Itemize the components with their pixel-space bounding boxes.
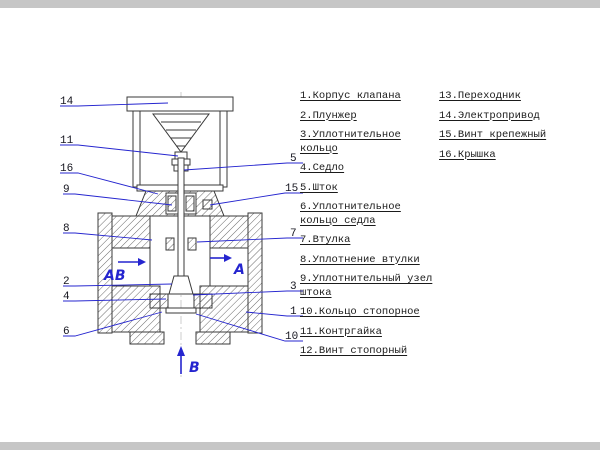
leader-11 bbox=[60, 144, 179, 157]
legend-item-9: 9.Уплотнительный узел штока bbox=[300, 273, 433, 299]
bushing-right bbox=[187, 237, 197, 251]
legend-item-10: 10.Кольцо стопорное bbox=[300, 306, 420, 318]
callout-6: 6 bbox=[63, 326, 70, 338]
legend-item-1: 1.Корпус клапана bbox=[300, 90, 401, 102]
callout-11: 11 bbox=[60, 135, 74, 147]
flow-arrowhead-ab bbox=[138, 258, 146, 266]
parts-legend: 1.Корпус клапана 2.Плунжер 3.Уплотнитель… bbox=[300, 90, 557, 365]
stem-packing-right bbox=[185, 195, 195, 212]
leader-7 bbox=[196, 237, 303, 243]
leader-2 bbox=[63, 283, 173, 287]
flow-arrows: АВ А В bbox=[103, 254, 245, 376]
legend-column-1: 1.Корпус клапана 2.Плунжер 3.Уплотнитель… bbox=[300, 90, 433, 365]
flow-label-b: В bbox=[189, 360, 200, 376]
letterbox-bottom bbox=[0, 442, 600, 450]
leader-6 bbox=[63, 311, 163, 337]
legend-item-11: 11.Контргайка bbox=[300, 325, 382, 338]
legend-item-16: 16.Крышка bbox=[439, 148, 496, 161]
legend-item-2: 2.Плунжер bbox=[300, 109, 357, 122]
callout-5: 5 bbox=[290, 153, 297, 165]
callout-numbers: 14 11 16 9 8 2 4 6 5 15 7 3 1 10 bbox=[60, 96, 298, 343]
callout-9: 9 bbox=[63, 184, 70, 196]
legend-item-8: 8.Уплотнение втулки bbox=[300, 253, 420, 266]
legend-item-14: 14.Электропривод bbox=[439, 109, 540, 122]
legend-item-3: 3.Уплотнительное кольцо bbox=[300, 129, 401, 155]
retaining-ring bbox=[165, 307, 197, 314]
seat-left bbox=[149, 293, 169, 309]
leader-10 bbox=[195, 313, 303, 342]
legend-item-5: 5.Шток bbox=[300, 181, 338, 194]
leader-5 bbox=[183, 162, 303, 171]
callout-1: 1 bbox=[290, 306, 297, 318]
leader-lines bbox=[60, 102, 303, 342]
right-flange bbox=[247, 212, 263, 334]
bushing-left bbox=[165, 237, 175, 251]
seat-right bbox=[193, 293, 213, 309]
leader-3 bbox=[192, 290, 303, 296]
legend-item-12: 12.Винт стопорный bbox=[300, 345, 408, 357]
leader-1 bbox=[245, 311, 303, 317]
flow-arrowhead-a bbox=[224, 254, 232, 262]
legend-item-6: 6.Уплотнительное кольцо седла bbox=[300, 201, 401, 227]
stem-packing-left bbox=[167, 195, 177, 212]
leader-8 bbox=[63, 232, 153, 241]
plug bbox=[168, 275, 194, 295]
legend-item-7: 7.Втулка bbox=[300, 234, 351, 246]
leader-14 bbox=[60, 102, 169, 107]
callout-15: 15 bbox=[285, 183, 298, 195]
flow-label-a: А bbox=[233, 262, 245, 278]
leader-9 bbox=[63, 193, 173, 206]
legend-column-2: 13.Переходник 14.Электропривод 15.Винт к… bbox=[439, 90, 557, 365]
actuator-spring-cone bbox=[152, 113, 210, 153]
legend-item-4: 4.Седло bbox=[300, 162, 345, 174]
flow-arrowhead-b bbox=[177, 346, 185, 356]
leader-4 bbox=[63, 298, 167, 302]
callout-2: 2 bbox=[63, 276, 70, 288]
valve-cross-section-diagram: 14 11 16 9 8 2 4 6 5 15 7 3 1 10 АВ А В bbox=[60, 92, 303, 378]
legend-item-15: 15.Винт крепежный bbox=[439, 129, 547, 141]
flow-label-ab: АВ bbox=[103, 268, 126, 284]
callout-10: 10 bbox=[285, 331, 298, 343]
callout-3: 3 bbox=[290, 281, 297, 293]
callout-14: 14 bbox=[60, 96, 74, 108]
callout-8: 8 bbox=[63, 223, 70, 235]
stem bbox=[177, 157, 185, 279]
callout-16: 16 bbox=[60, 163, 73, 175]
callout-4: 4 bbox=[63, 291, 70, 303]
leader-15 bbox=[209, 192, 303, 206]
legend-item-13: 13.Переходник bbox=[439, 90, 521, 102]
leader-16 bbox=[60, 172, 159, 195]
valve-outline bbox=[97, 92, 263, 378]
callout-7: 7 bbox=[290, 228, 297, 240]
left-flange bbox=[97, 212, 113, 334]
letterbox-top bbox=[0, 0, 600, 8]
